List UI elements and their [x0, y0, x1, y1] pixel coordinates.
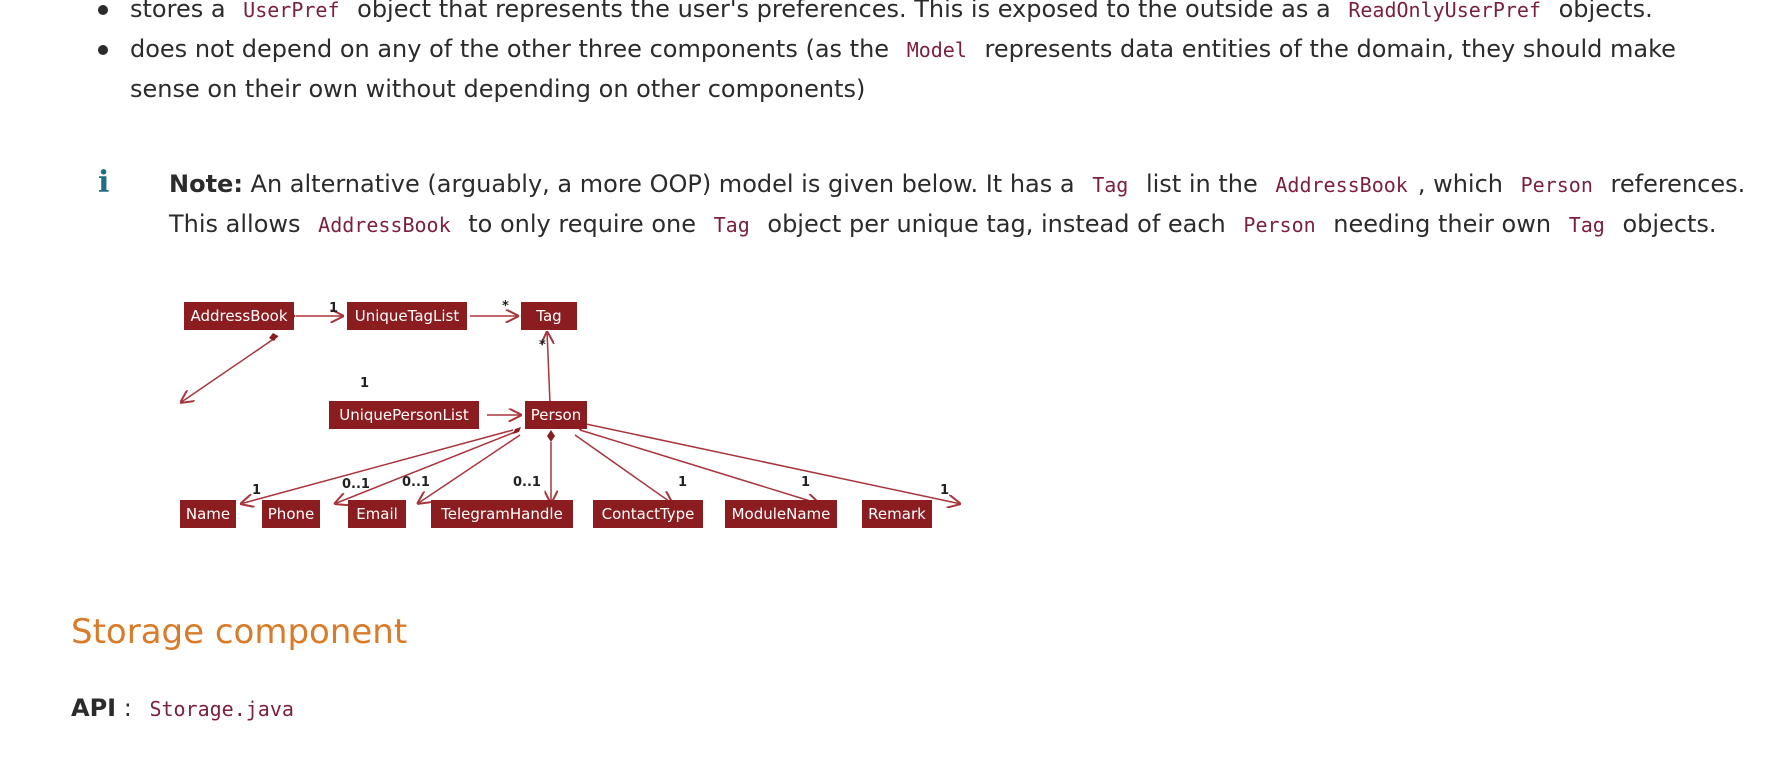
mult-label: 1	[329, 301, 338, 316]
inline-code: Tag	[1568, 213, 1605, 237]
edge-person-tag	[547, 331, 550, 404]
edge-person-phone	[334, 431, 516, 504]
class-label: TelegramHandle	[440, 505, 563, 523]
class-label: Tag	[535, 307, 561, 325]
class-label: AddressBook	[190, 307, 287, 325]
note-fragment: , which	[1417, 170, 1511, 198]
mult-label: 1	[252, 483, 261, 498]
bullet-item-independent: does not depend on any of the other thre…	[98, 30, 1730, 109]
class-label: ModuleName	[732, 505, 831, 523]
note-fragment: object per unique tag, instead of each	[759, 210, 1234, 238]
bullet-item-userpref: stores a UserPref object that represents…	[98, 0, 1730, 30]
class-email: Email	[348, 500, 406, 528]
inline-code: ReadOnlyUserPref	[1348, 0, 1541, 22]
note-fragment: to only require one	[460, 210, 704, 238]
mult-label: 1	[360, 376, 369, 391]
bullet-dot	[98, 5, 108, 15]
inline-code: Tag	[713, 213, 750, 237]
class-label: UniqueTagList	[355, 307, 460, 325]
class-tag: Tag	[521, 302, 577, 330]
inline-code: Person	[1243, 213, 1316, 237]
mult-label: 0..1	[402, 475, 430, 490]
note-fragment: An alternative (arguably, a more OOP) mo…	[242, 170, 1083, 198]
edge-person-name	[240, 429, 514, 504]
inline-code: Tag	[1092, 173, 1129, 197]
note-fragment: needing their own	[1325, 210, 1559, 238]
mult-label: 0..1	[513, 475, 541, 490]
class-label: ContactType	[602, 505, 695, 523]
class-label: Name	[186, 505, 230, 523]
bullet-text: objects.	[1550, 0, 1653, 23]
section-title-storage: Storage component	[71, 612, 408, 652]
inline-code: UserPref	[243, 0, 340, 22]
mult-label: 1	[678, 475, 687, 490]
inline-code: Model	[906, 38, 967, 62]
class-person: Person	[525, 401, 587, 429]
note-fragment: list in the	[1138, 170, 1266, 198]
inline-code: AddressBook	[1275, 173, 1408, 197]
api-line: API : Storage.java	[71, 694, 304, 722]
info-icon: i	[98, 165, 110, 200]
class-telegramhandle: TelegramHandle	[431, 500, 573, 528]
class-label: Person	[531, 406, 581, 424]
class-uniquetaglist: UniqueTagList	[347, 302, 467, 330]
composition-diamond	[513, 427, 521, 434]
class-modulename: ModuleName	[725, 500, 837, 528]
api-link-storage-java[interactable]: Storage.java	[149, 697, 294, 721]
bullet-list: stores a UserPref object that represents…	[98, 0, 1730, 109]
edge-person-modulename	[579, 429, 820, 504]
class-label: Remark	[868, 505, 926, 523]
edge-person-contacttype	[574, 434, 673, 504]
composition-diamond	[547, 430, 555, 442]
bullet-text: stores a	[130, 0, 234, 23]
bullet-text: represents data entities of the domain, …	[130, 35, 1676, 103]
note-label: Note:	[169, 170, 243, 198]
inline-code: AddressBook	[318, 213, 451, 237]
bullet-text: object that represents the user's prefer…	[349, 0, 1339, 23]
bullet-text: does not depend on any of the other thre…	[130, 35, 897, 63]
class-label: Email	[356, 505, 398, 523]
class-uniquepersonlist: UniquePersonList	[329, 401, 479, 429]
class-label: UniquePersonList	[339, 406, 469, 424]
class-name: Name	[180, 500, 236, 528]
class-contacttype: ContactType	[593, 500, 703, 528]
bullet-dot	[98, 45, 108, 55]
api-label: API	[71, 694, 117, 722]
class-remark: Remark	[862, 500, 932, 528]
mult-label: 0..1	[342, 477, 370, 492]
api-separator: :	[116, 694, 140, 722]
composition-diamond	[269, 333, 278, 341]
class-label: Phone	[268, 505, 314, 523]
mult-label: 1	[940, 483, 949, 498]
class-phone: Phone	[262, 500, 320, 528]
mult-label: *	[539, 338, 546, 353]
edge-ab-personlist	[180, 335, 279, 403]
mult-label: *	[502, 299, 509, 314]
class-diagram: 1 * * 1 1 0..1 0..1 0..1 1 1 1 AddressBo…	[180, 299, 1060, 528]
edge-person-remark	[585, 423, 961, 504]
note-fragment: objects.	[1614, 210, 1717, 238]
inline-code: Person	[1520, 173, 1593, 197]
class-addressbook: AddressBook	[184, 302, 294, 330]
note-fragment: references. This allows	[169, 170, 1746, 238]
edge-person-email	[417, 434, 521, 504]
note-text: Note: An alternative (arguably, a more O…	[169, 165, 1769, 245]
mult-label: 1	[801, 475, 810, 490]
